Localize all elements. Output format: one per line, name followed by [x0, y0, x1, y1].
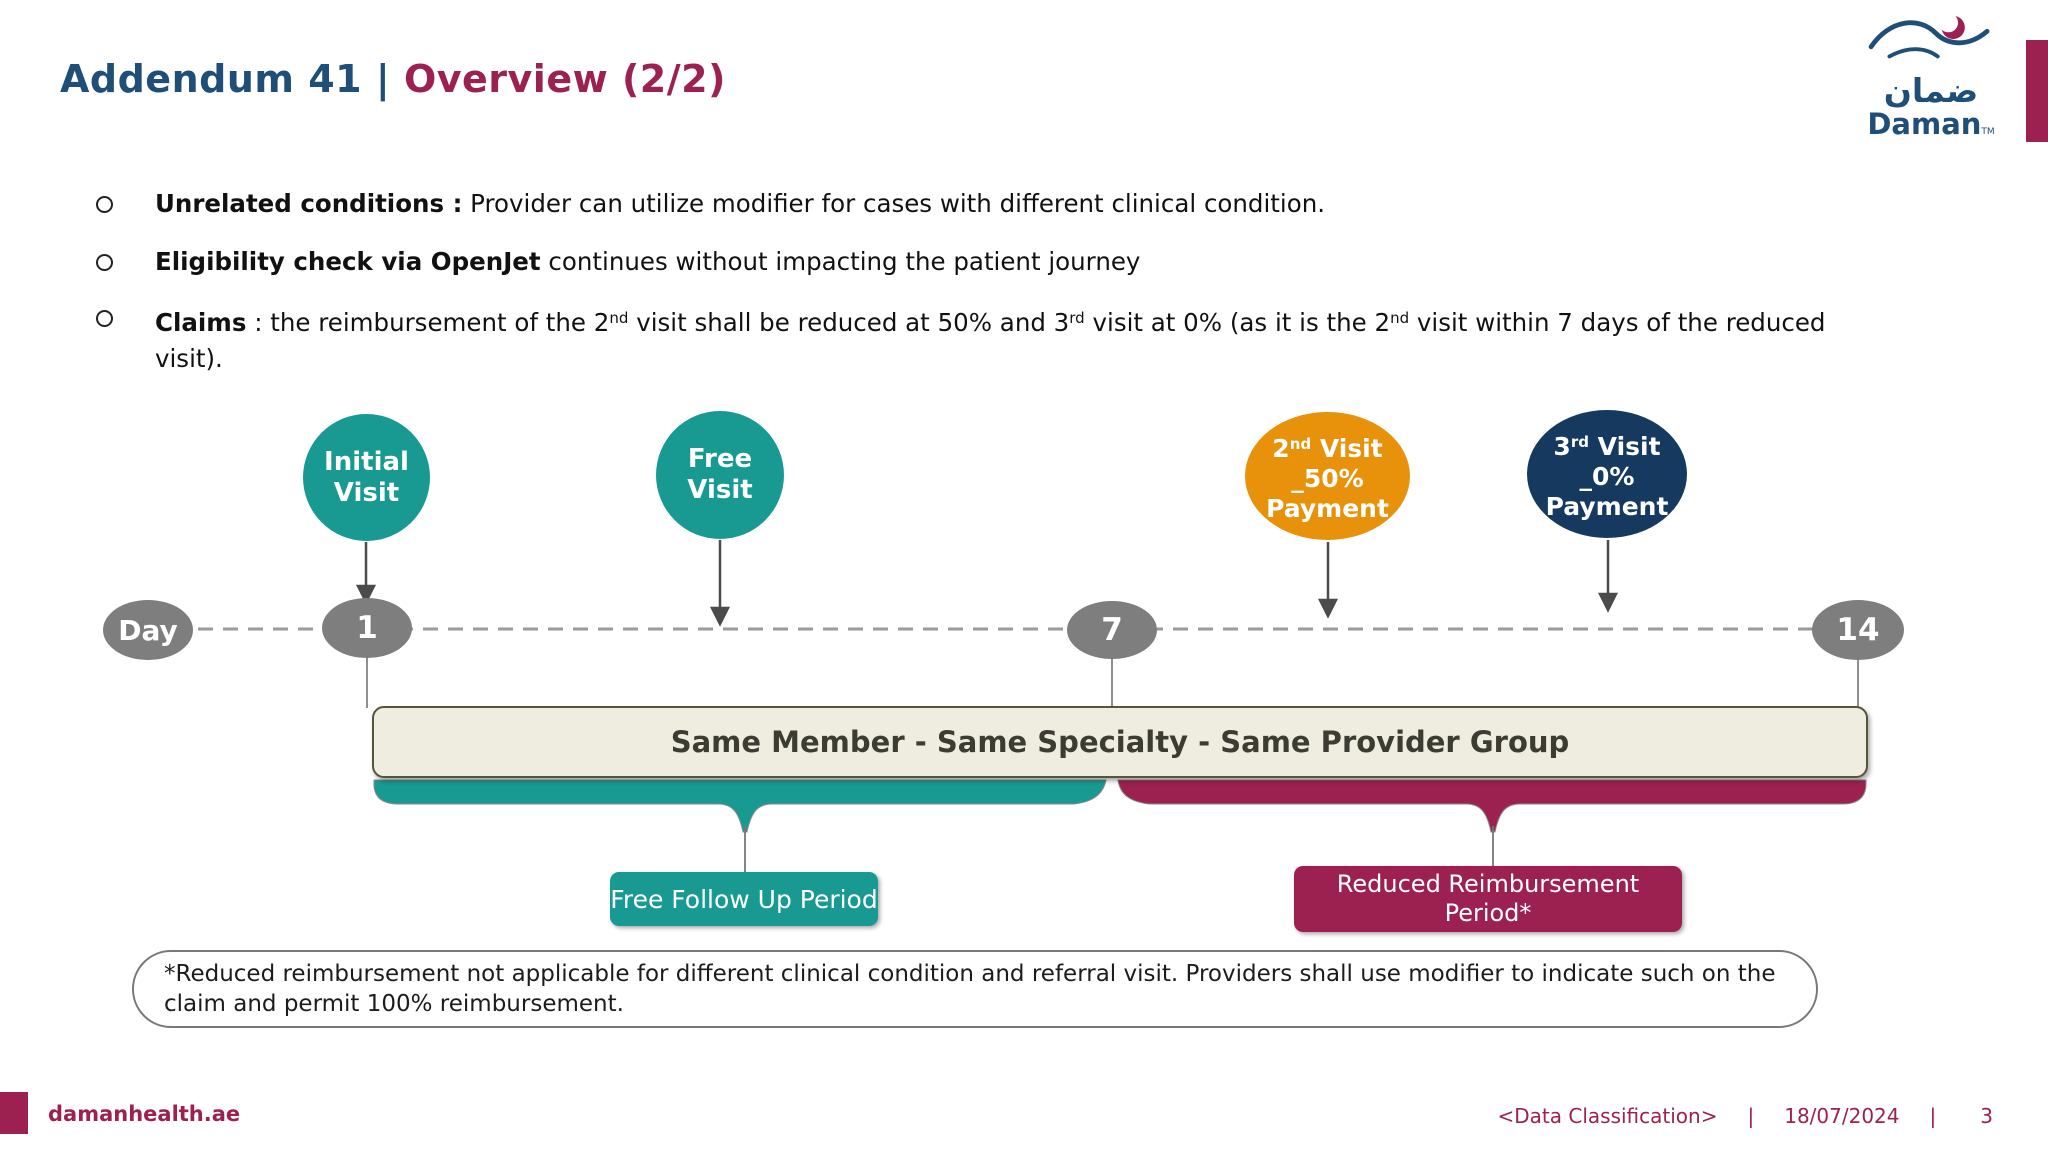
- bullet-text: Claims : the reimbursement of the 2nd vi…: [155, 308, 1826, 373]
- footer-accent-square: [0, 1092, 28, 1134]
- title-addendum: Addendum 41 |: [60, 57, 391, 102]
- footer-site-text: damanhealth.ae: [48, 1102, 241, 1126]
- data-classification: <Data Classification>: [1497, 1104, 1718, 1128]
- bullet-text: Eligibility check via OpenJet continues …: [155, 247, 1141, 276]
- day-marker-1: 1: [322, 598, 412, 658]
- title-overview: Overview (2/2): [390, 57, 726, 102]
- footer-meta: <Data Classification> | 18/07/2024 | 3: [1498, 1104, 1993, 1128]
- visit-arrows: [355, 540, 1619, 627]
- bullet-marker-icon: [96, 196, 113, 213]
- same-member-box: Same Member - Same Specialty - Same Prov…: [372, 706, 1868, 778]
- day-marker-7: 7: [1067, 601, 1157, 659]
- logo-arabic-text: ضمان: [1883, 71, 1979, 110]
- footer-separator: |: [1747, 1104, 1755, 1128]
- bullet-eligibility-check: Eligibility check via OpenJet continues …: [96, 244, 1896, 280]
- reduced-period-brace: [1117, 779, 1867, 833]
- logo-wordmark: DamanTM: [1867, 106, 1995, 141]
- free-period-brace: [373, 779, 1107, 833]
- footer-date: 18/07/2024: [1784, 1104, 1900, 1128]
- bullet-marker-icon: [96, 254, 113, 271]
- bullet-marker-icon: [96, 310, 113, 327]
- visit-circle-free: Free Visit: [656, 411, 784, 539]
- free-follow-up-label: Free Follow Up Period: [610, 872, 878, 926]
- visit-circle-second-50pct: 2nd Visit _50% Payment: [1245, 412, 1410, 540]
- bullet-claims: Claims : the reimbursement of the 2nd vi…: [96, 300, 1896, 377]
- footer-separator: |: [1929, 1104, 1937, 1128]
- daman-logo: ضمان DamanTM: [1856, 12, 2006, 141]
- reduced-reimbursement-label: Reduced Reimbursement Period*: [1294, 866, 1682, 932]
- arrowhead-icon: [355, 584, 377, 605]
- bullet-unrelated-conditions: Unrelated conditions : Provider can util…: [96, 186, 1896, 222]
- visit-circle-initial: Initial Visit: [303, 414, 430, 541]
- bullet-text: Unrelated conditions : Provider can util…: [155, 189, 1326, 218]
- arrowhead-icon: [709, 606, 731, 627]
- logo-wave-crescent-icon: [1868, 12, 1990, 59]
- brace-tails: [744, 826, 1494, 874]
- arrowhead-icon: [1597, 592, 1619, 613]
- page-number: 3: [1980, 1104, 1993, 1128]
- page-title: Addendum 41 | Overview (2/2): [60, 57, 726, 101]
- marker-stems: [366, 656, 1859, 708]
- day-label-oval: Day: [103, 600, 193, 660]
- logo-tm-mark: TM: [1981, 126, 1995, 137]
- footnote-box: *Reduced reimbursement not applicable fo…: [132, 950, 1818, 1028]
- footnote-text: *Reduced reimbursement not applicable fo…: [164, 961, 1776, 1017]
- visit-circle-third-0pct: 3rd Visit _0% Payment: [1527, 410, 1687, 538]
- day-marker-14: 14: [1812, 600, 1904, 660]
- edge-accent-bar: [2026, 40, 2048, 142]
- arrowhead-icon: [1317, 598, 1339, 619]
